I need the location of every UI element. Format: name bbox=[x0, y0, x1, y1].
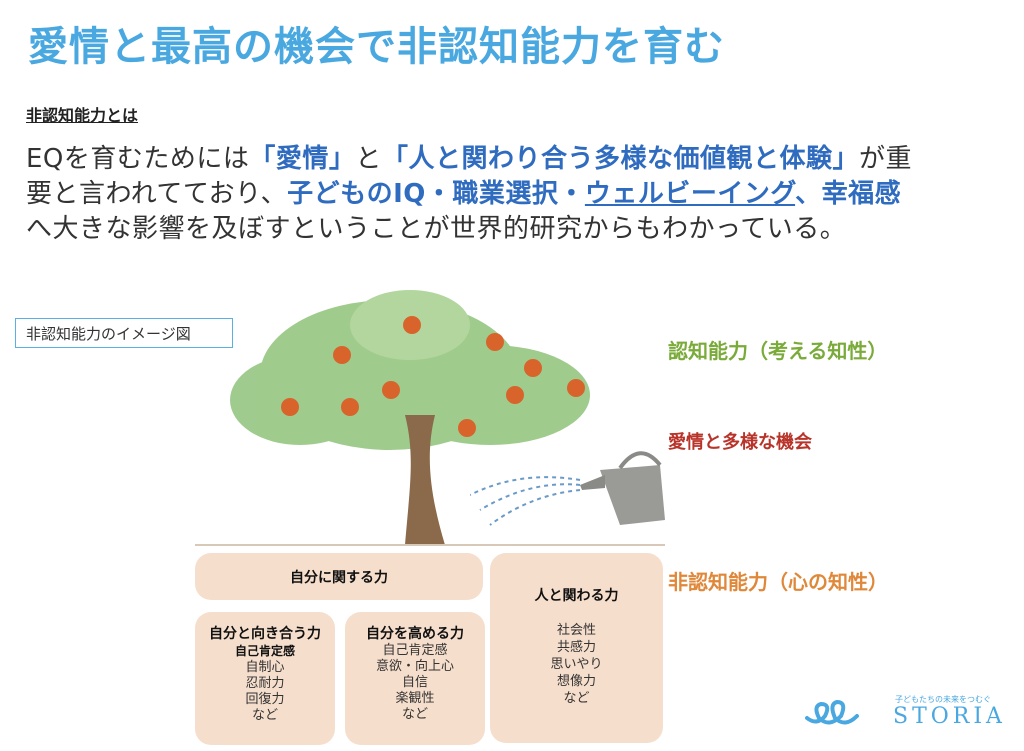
paragraph-line-3: へ大きな影響を及ぼすということが世界的研究からもわかっている。 bbox=[26, 214, 847, 244]
section-heading: 非認知能力とは bbox=[26, 106, 139, 125]
highlight-love: 「愛情」 bbox=[249, 144, 356, 174]
logo-name: STORIA bbox=[893, 704, 1006, 729]
box-self-title: 自分に関する力 bbox=[290, 570, 388, 586]
text: 要と言われてており、 bbox=[26, 179, 288, 209]
highlight-wellbeing: ウェルビーイング bbox=[584, 179, 796, 209]
item: 忍耐力 bbox=[245, 676, 285, 691]
paragraph-line-2: 要と言われてており、子どものIQ・職業選択・ウェルビーイング、幸福感 bbox=[26, 173, 901, 210]
logo-tagline: 子どもたちの未来をつむぐ bbox=[895, 695, 991, 704]
item: 自己肯定感 bbox=[382, 643, 448, 658]
image-label-box: 非認知能力のイメージ図 bbox=[15, 318, 233, 348]
tree-illustration bbox=[195, 290, 665, 546]
item: 思いやり bbox=[550, 657, 603, 672]
box-self bbox=[195, 553, 483, 600]
paragraph-line-1: EQを育むためには「愛情」と「人と関わり合う多様な価値観と体験」が重 bbox=[26, 138, 912, 175]
text: と bbox=[355, 144, 382, 174]
item: 共感力 bbox=[556, 640, 596, 655]
page-title: 愛情と最高の機会で非認知能力を育む bbox=[28, 24, 725, 70]
item: 自制心 bbox=[245, 660, 285, 675]
box-raise-text: 自分を高める力 自己肯定感意欲・向上心自信楽観性など bbox=[345, 626, 485, 723]
item: 自信 bbox=[401, 675, 428, 690]
text: が重 bbox=[858, 144, 912, 174]
highlight-iq: 子どものIQ・職業選択・ bbox=[287, 179, 585, 209]
box-others bbox=[490, 553, 663, 743]
item: など bbox=[563, 691, 590, 706]
item: 楽観性 bbox=[395, 691, 435, 706]
label-love-opportunity: 愛情と多様な機会 bbox=[668, 432, 812, 453]
label-noncognitive: 非認知能力（心の知性） bbox=[668, 570, 888, 594]
item: 意欲・向上心 bbox=[375, 659, 454, 674]
text: EQを育むためには bbox=[26, 144, 250, 174]
highlight-experience: 「人と関わり合う多様な価値観と体験」 bbox=[381, 144, 859, 174]
box-raise-self bbox=[345, 612, 485, 745]
box-face-self bbox=[195, 612, 335, 745]
watering-can-icon bbox=[470, 451, 665, 526]
box-others-text: 人と関わる力 社会性共感力思いやり想像力など bbox=[490, 588, 663, 707]
item: 想像力 bbox=[556, 674, 596, 689]
box-subtitle: 自己肯定感 bbox=[234, 644, 295, 658]
box-title: 自分を高める力 bbox=[366, 626, 464, 642]
highlight-happiness: 、幸福感 bbox=[795, 179, 902, 209]
label-cognitive: 認知能力（考える知性） bbox=[668, 339, 888, 363]
tree-canopy bbox=[230, 290, 590, 450]
logo-mark-icon bbox=[805, 699, 859, 725]
item: など bbox=[251, 708, 278, 723]
tree-trunk bbox=[405, 415, 445, 545]
box-face-text: 自分と向き合う力 自己肯定感 自制心忍耐力回復力など bbox=[195, 626, 335, 724]
box-title: 人と関わる力 bbox=[534, 588, 619, 604]
item: 社会性 bbox=[556, 623, 596, 638]
apples bbox=[281, 316, 585, 437]
item: など bbox=[401, 707, 428, 722]
item: 回復力 bbox=[245, 692, 285, 707]
box-title: 自分と向き合う力 bbox=[209, 626, 321, 642]
